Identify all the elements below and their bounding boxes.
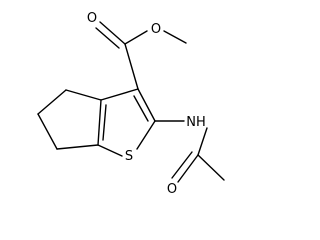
ester-carbonyl-o-label: O bbox=[87, 11, 97, 26]
bond-cp-b bbox=[37, 89, 67, 115]
bond-nh-c bbox=[197, 127, 208, 156]
bond-cp-c bbox=[37, 113, 58, 150]
atom-labels: O O NH S O bbox=[87, 11, 206, 197]
bond-cp-d bbox=[56, 144, 99, 150]
bond-ester-ome bbox=[163, 30, 187, 44]
thiophene-s-label: S bbox=[125, 149, 133, 164]
ester-ether-o-label: O bbox=[151, 22, 161, 37]
bond-th-a bbox=[100, 88, 139, 101]
amide-carbonyl-o-label: O bbox=[167, 182, 177, 197]
bond-amide-co bbox=[177, 154, 199, 183]
bond-amide-co-double bbox=[171, 151, 193, 179]
bond-th-b-inner bbox=[133, 95, 149, 122]
bond-amide-me bbox=[197, 154, 225, 181]
bond-th-c bbox=[136, 120, 156, 150]
bond-ester-co bbox=[99, 21, 126, 45]
bond-ester-c bbox=[124, 43, 139, 90]
chemical-structure-diagram: O O NH S O bbox=[37, 11, 225, 197]
amide-nh-label: NH bbox=[186, 115, 206, 130]
bond-fused-inner bbox=[102, 104, 107, 141]
bond-cp-a bbox=[65, 89, 102, 101]
molecule-canvas: O O NH S O bbox=[37, 11, 225, 197]
bond-ester-oc bbox=[124, 30, 148, 45]
bond-th-d bbox=[97, 144, 123, 157]
bond-fused bbox=[97, 99, 102, 146]
bond-lines bbox=[37, 21, 225, 183]
bond-th-b bbox=[137, 88, 156, 122]
bond-ester-co-double bbox=[95, 27, 120, 49]
